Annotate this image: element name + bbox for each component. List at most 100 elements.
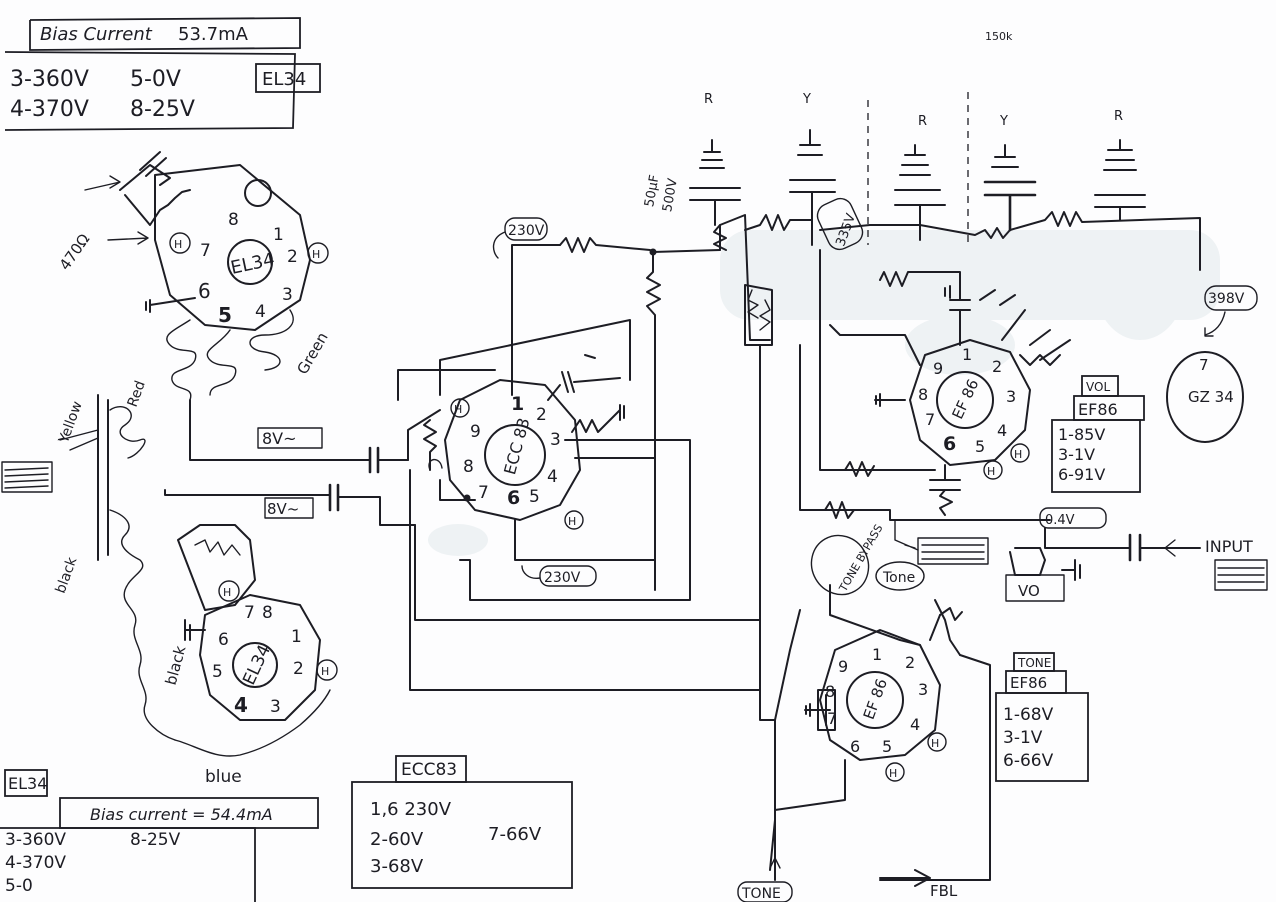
tube-socket-outline — [444, 379, 581, 521]
pin-number: 2 — [293, 659, 304, 679]
heater-pin-marker — [218, 580, 240, 602]
wire-label-yellow: Yellow — [56, 399, 86, 446]
voltage-line: 4-370V — [5, 853, 66, 873]
ground-symbol — [184, 619, 206, 641]
pin-number: 1 — [511, 393, 524, 415]
arrow-to-resistor — [107, 231, 149, 245]
socket-key — [244, 179, 272, 207]
eraser-smudge — [428, 524, 488, 556]
ground-symbol — [874, 393, 906, 407]
eraser-smudge — [1095, 230, 1185, 340]
ef86-tone-voltages: TONE EF86 1-68V 3-1V 6-66V — [995, 652, 1089, 782]
coiled-wire — [109, 509, 176, 741]
pin-number: 7 — [244, 603, 255, 623]
tube-name: GZ 34 — [1188, 388, 1234, 406]
pin-number: 9 — [933, 359, 943, 378]
ecc83-tube: ECC 83 1 2 3 4 5 6 7 8 9 H H — [444, 379, 584, 530]
pin-number: 8 — [918, 385, 928, 404]
wire — [774, 759, 846, 831]
tone-label: Tone — [882, 570, 915, 586]
pin-number: 6 — [943, 433, 956, 455]
voltage-tag-frame — [264, 497, 314, 519]
bias-title-frame — [29, 17, 301, 51]
pin-number: 3 — [918, 680, 928, 699]
bias-values-frame — [0, 827, 256, 902]
speaker-lead — [59, 429, 99, 451]
pin-number: 1 — [291, 627, 302, 647]
wire — [894, 519, 919, 551]
voltage-line: 1-68V — [1003, 705, 1054, 725]
tube-socket-outline — [1166, 351, 1244, 443]
grid-resistor — [824, 501, 855, 519]
faint-scribble: 150k — [985, 30, 1013, 43]
vol-pot-label: VO — [1018, 582, 1040, 600]
pin-number: 3 — [282, 285, 293, 305]
tube-center — [936, 371, 994, 429]
heater-label: H — [174, 238, 182, 251]
voltage-line: 3-1V — [1003, 728, 1043, 748]
tube-center — [846, 671, 904, 729]
arrow — [492, 231, 506, 259]
feedback-wire — [189, 399, 371, 461]
pin-number: 5 — [975, 437, 985, 456]
cap-rating: 50µF — [642, 174, 662, 208]
resistor-value: 470Ω — [56, 230, 94, 273]
pin-number: 5 — [529, 487, 540, 507]
bias-current: Bias current = 54.4mA — [90, 805, 273, 824]
coiled-wire — [174, 689, 331, 757]
jack-hatching — [1217, 567, 1265, 583]
pin-number: 8 — [463, 457, 474, 477]
pot-hatching — [921, 544, 985, 560]
tube-socket-outline — [199, 594, 321, 721]
ef86-tone-tube: EF 86 1 2 3 4 5 6 7 8 9 H H — [819, 629, 947, 782]
pin-number: 7 — [1199, 356, 1209, 374]
heater-label: H — [1014, 448, 1022, 461]
coiled-wire — [206, 329, 237, 396]
plate-wire — [511, 244, 561, 396]
vol-pot-frame — [1005, 574, 1065, 602]
heater-pin-marker — [927, 732, 947, 752]
heater-pin-marker — [169, 232, 191, 254]
ground-symbol — [991, 144, 1019, 168]
voltage-line: 3-360V — [10, 67, 89, 92]
wire — [397, 369, 496, 401]
voltage-line: 4-370V — [10, 97, 89, 122]
wire — [439, 479, 476, 501]
connector-hatching — [4, 467, 49, 489]
gz34-rectifier: 7 GZ 34 — [1166, 351, 1244, 443]
heater-label: H — [223, 586, 231, 599]
heater-label: H — [987, 465, 995, 478]
ground-tick — [944, 285, 951, 299]
vol-pot-body — [1009, 547, 1046, 576]
screen-network — [744, 284, 773, 346]
pin-number: 3 — [550, 430, 561, 450]
ground-symbol — [899, 144, 931, 176]
pin-number: 6 — [218, 630, 229, 650]
coiled-wire — [109, 406, 146, 459]
voltage-tag-frame — [1204, 285, 1258, 311]
pin-number: 4 — [547, 467, 558, 487]
cap-color-label: R — [704, 92, 713, 107]
pin-number: 9 — [838, 657, 848, 676]
speaker-connector — [1, 461, 53, 493]
heater-pin-marker — [564, 510, 584, 530]
tone-arrow — [769, 857, 781, 869]
pin-number: 6 — [198, 279, 211, 303]
voltage-line: 6-91V — [1058, 465, 1105, 484]
wire — [774, 609, 801, 721]
ecc83-title: ECC83 — [401, 760, 457, 780]
voltage-line: 8-25V — [130, 830, 181, 850]
pin-number: 5 — [218, 303, 232, 327]
voltage-line: 3-1V — [1058, 445, 1095, 464]
plate-resistor — [1019, 354, 1061, 366]
filter-capacitor — [983, 180, 1037, 232]
heater-label: H — [568, 515, 576, 528]
pin-number: 2 — [536, 405, 547, 425]
voltage-tag: 0.4V — [1045, 513, 1075, 528]
heater-pin-marker — [983, 460, 1003, 480]
cap-color-label: R — [1114, 109, 1123, 124]
tube-center — [232, 642, 278, 688]
pin-number: 2 — [992, 357, 1002, 376]
tube-name: EF 86 — [860, 676, 891, 722]
